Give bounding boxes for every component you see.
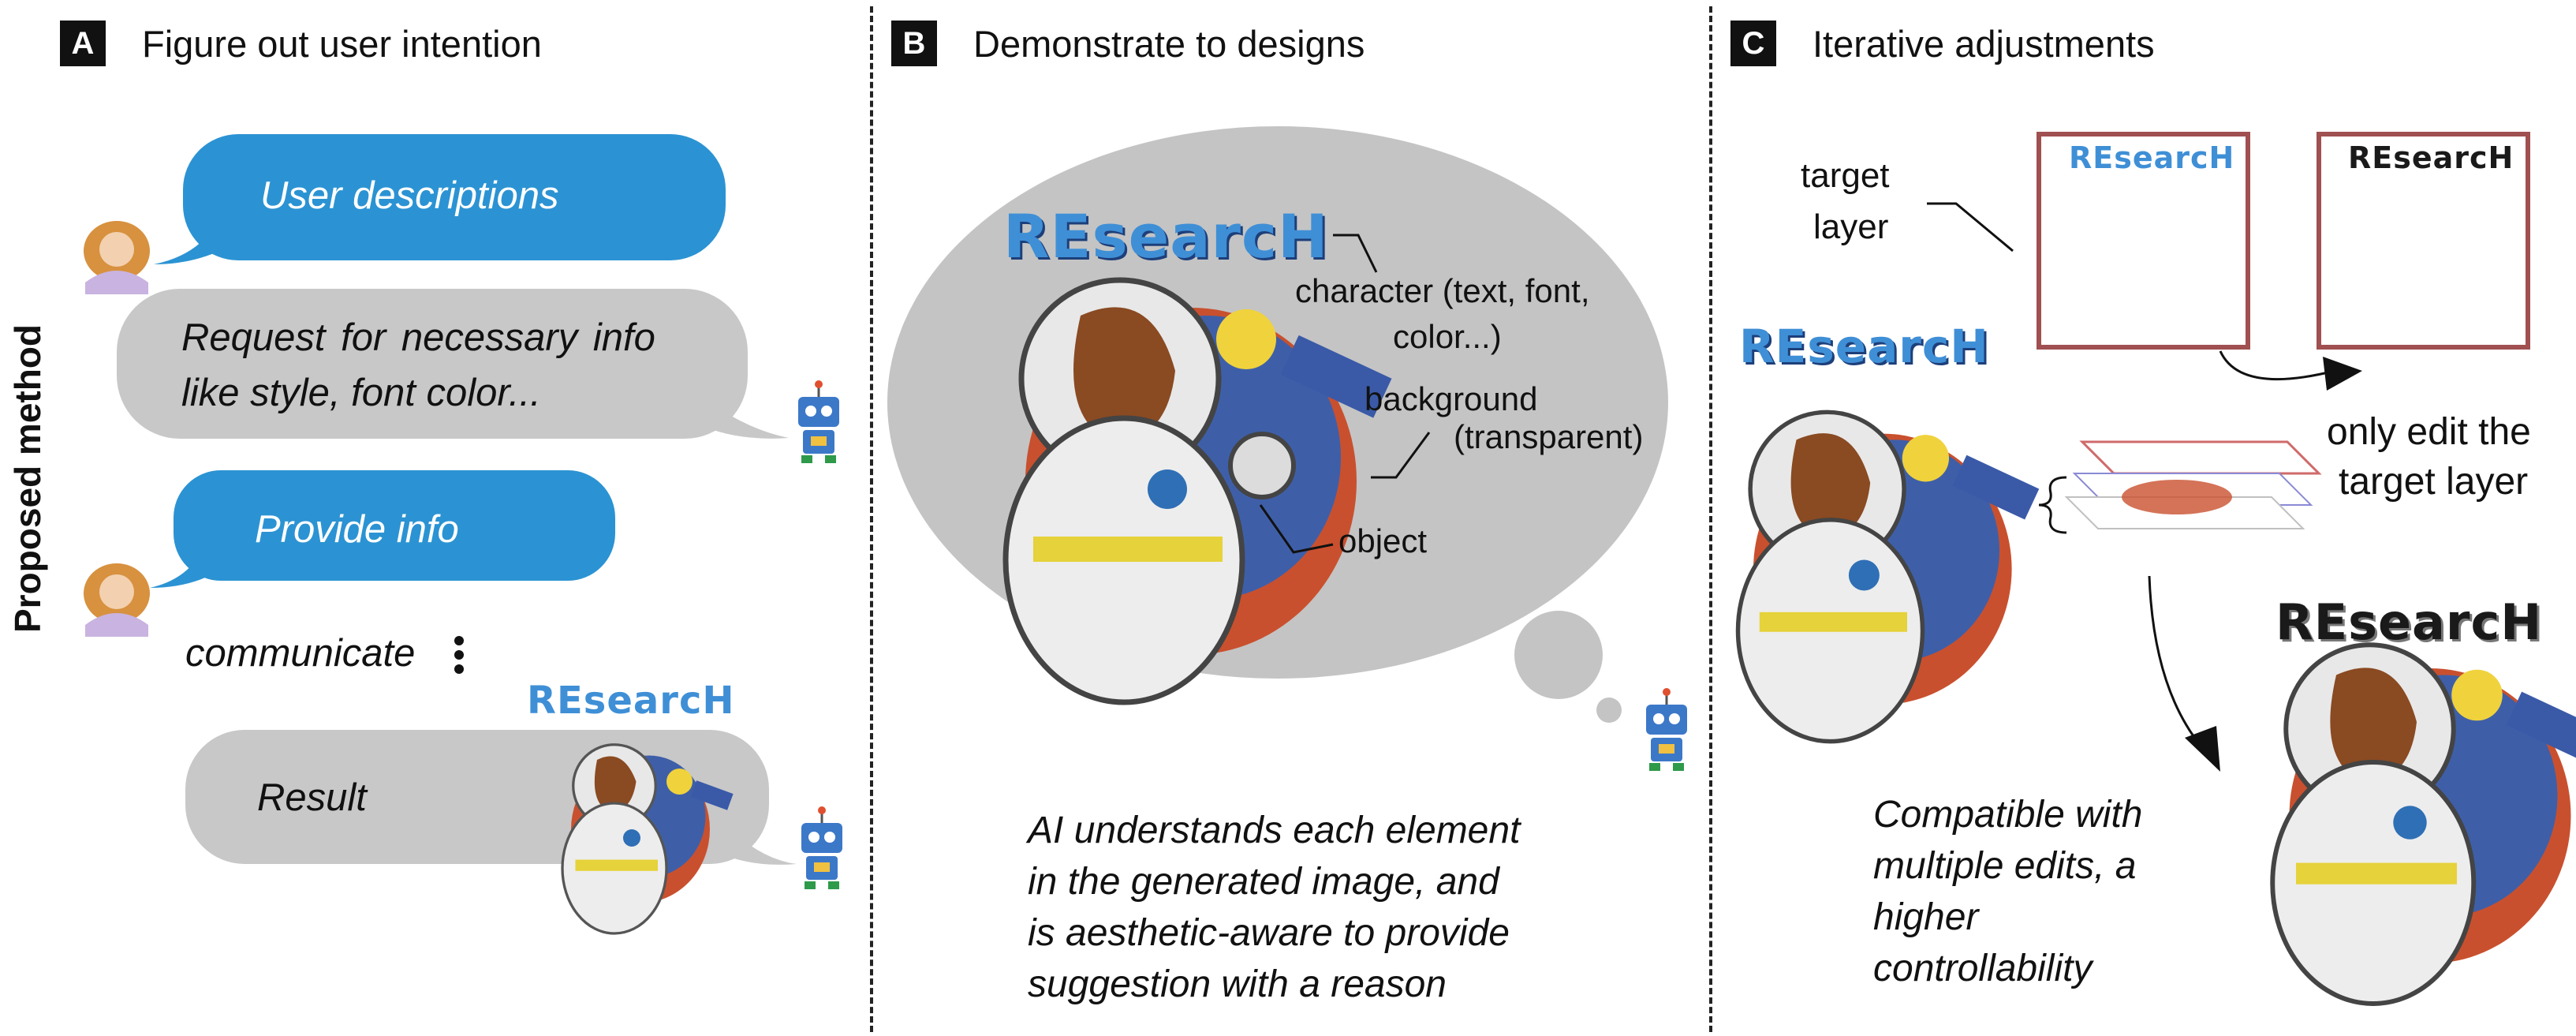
- object-label: object: [1338, 522, 1428, 559]
- request-line-2: like style, font color...: [181, 372, 541, 414]
- caption-line: in the generated image, and: [1028, 861, 1499, 903]
- panel-a-title: Figure out user intention: [142, 23, 542, 65]
- request-line-1: Request for necessary info: [181, 316, 655, 359]
- layer-brace: [2038, 476, 2067, 534]
- panel-b-badge: B: [891, 21, 937, 66]
- astronaut-horse-illustration: [1735, 410, 2040, 744]
- character-label-line-1: character (text, font,: [1295, 272, 1590, 309]
- result-logo-black: REsearcH: [2275, 593, 2543, 651]
- user-bubble-1: [154, 134, 726, 264]
- object-leader-line: [1259, 504, 1334, 554]
- panel-a-graphics: [84, 134, 842, 935]
- background-leader-line: [1371, 432, 1431, 479]
- edit-arrow-head: [2323, 357, 2362, 391]
- result-logo: REsearcH: [527, 679, 735, 723]
- left-logo: REsearcH: [1739, 320, 1989, 373]
- layer-frame-before: [2037, 132, 2250, 350]
- caption-line: AI understands each element: [1028, 810, 1521, 851]
- astronaut-horse-illustration: [561, 743, 734, 935]
- background-label-line-1: background: [1365, 380, 1538, 417]
- communicate-text: communicate: [185, 632, 416, 675]
- edit-label-line-1: only edit the: [2327, 411, 2531, 453]
- panel-c-badge: C: [1730, 21, 1776, 66]
- caption-line: higher: [1873, 896, 1979, 938]
- caption-line: controllability: [1873, 948, 2093, 989]
- target-label-line-1: target: [1801, 156, 1890, 195]
- caption-line: multiple edits, a: [1873, 845, 2137, 887]
- caption-line: is aesthetic-aware to provide: [1028, 912, 1510, 954]
- layer-frame-after: [2317, 132, 2530, 350]
- divider-a-b: [870, 6, 873, 1032]
- thought-logo: REsearcH: [1003, 201, 1329, 271]
- robot-icon: [798, 380, 839, 463]
- divider-b-c: [1709, 6, 1712, 1032]
- result-arrow-head: [2185, 726, 2220, 772]
- user-bubble-2: [150, 470, 615, 588]
- robot-icon: [1646, 688, 1687, 771]
- background-label-line-2: (transparent): [1454, 418, 1644, 455]
- ai-bubble-1: [117, 289, 789, 439]
- result-text: Result: [257, 776, 367, 819]
- caption-line: Compatible with: [1873, 794, 2143, 836]
- target-label-line-2: layer: [1813, 208, 1889, 246]
- edit-arrow: [2219, 350, 2335, 381]
- panel-b-caption: AI understands each element in the gener…: [1028, 805, 1580, 1010]
- edit-label-line-2: target layer: [2339, 461, 2529, 503]
- layer-logo-before: REsearcH: [2069, 140, 2235, 175]
- panel-b-title: Demonstrate to designs: [973, 23, 1365, 65]
- character-leader-line: [1333, 234, 1378, 273]
- astronaut-horse-illustration: [1002, 277, 1392, 705]
- astronaut-horse-illustration: [2270, 642, 2576, 1006]
- panel-c-title: Iterative adjustments: [1813, 23, 2155, 65]
- panel-a-badge: A: [60, 21, 106, 66]
- layer-stack-icon: [2064, 440, 2322, 529]
- user-avatar-icon: [84, 563, 150, 637]
- provide-info-text: Provide info: [255, 508, 459, 551]
- result-arrow: [2148, 575, 2202, 746]
- robot-icon: [801, 806, 842, 889]
- user-avatar-icon: [84, 221, 150, 294]
- ellipsis-icon: [454, 636, 464, 674]
- panel-c-caption: Compatible with multiple edits, a higher…: [1873, 789, 2236, 994]
- user-descriptions-text: User descriptions: [260, 174, 559, 217]
- target-leader-line: [1927, 202, 2014, 252]
- character-label-line-2: color...): [1393, 318, 1502, 355]
- caption-line: suggestion with a reason: [1028, 963, 1447, 1005]
- layer-logo-after: REsearcH: [2348, 140, 2514, 175]
